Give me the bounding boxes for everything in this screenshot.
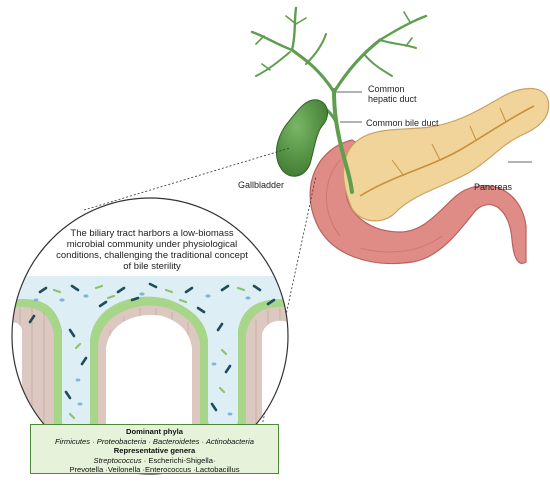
genera-line1: Streptococcus · Escherichi-Shigella· [31, 456, 278, 466]
callout-line1: The biliary tract harbors a low-biomass [70, 228, 234, 239]
dominant-phyla-list: Firmicutes · Proteobacteria · Bacteroide… [55, 436, 254, 446]
dominant-phyla-heading: Dominant phyla [126, 427, 183, 436]
representative-genera-heading: Representative genera [113, 446, 196, 456]
gallbladder [275, 99, 328, 177]
leader-lines [336, 91, 532, 163]
sterility-callout: The biliary tract harbors a low-biomass … [22, 228, 282, 272]
bile-duct-tree [250, 6, 428, 194]
common-hepatic-duct-line1: Common [368, 84, 405, 94]
genera-line1-rest: · Escherichi-Shigella· [141, 455, 216, 465]
common-hepatic-duct-line2: hepatic duct [368, 94, 417, 104]
zoom-lines [83, 147, 317, 427]
bacteria [28, 282, 276, 420]
microbiota-info-box: Dominant phyla Firmicutes · Proteobacter… [30, 424, 279, 474]
common-bile-duct-label: Common bile duct [366, 118, 439, 128]
common-hepatic-duct-label: Common hepatic duct [368, 84, 417, 104]
callout-line4: of bile sterility [123, 261, 181, 272]
callout-line3: conditions, challenging the traditional … [56, 250, 248, 261]
gallbladder-label: Gallbladder [238, 180, 285, 190]
magnifier-ring [11, 197, 289, 475]
pancreas-label: Pancreas [474, 182, 513, 192]
callout-line2: microbial community under physiological [66, 239, 238, 250]
genera-line1-italic: Streptococcus [93, 455, 142, 465]
duodenum [309, 139, 527, 265]
pancreas [342, 87, 550, 222]
genera-line2: Prevotella ·Veilonella ·Enterococcus ·La… [69, 465, 240, 475]
